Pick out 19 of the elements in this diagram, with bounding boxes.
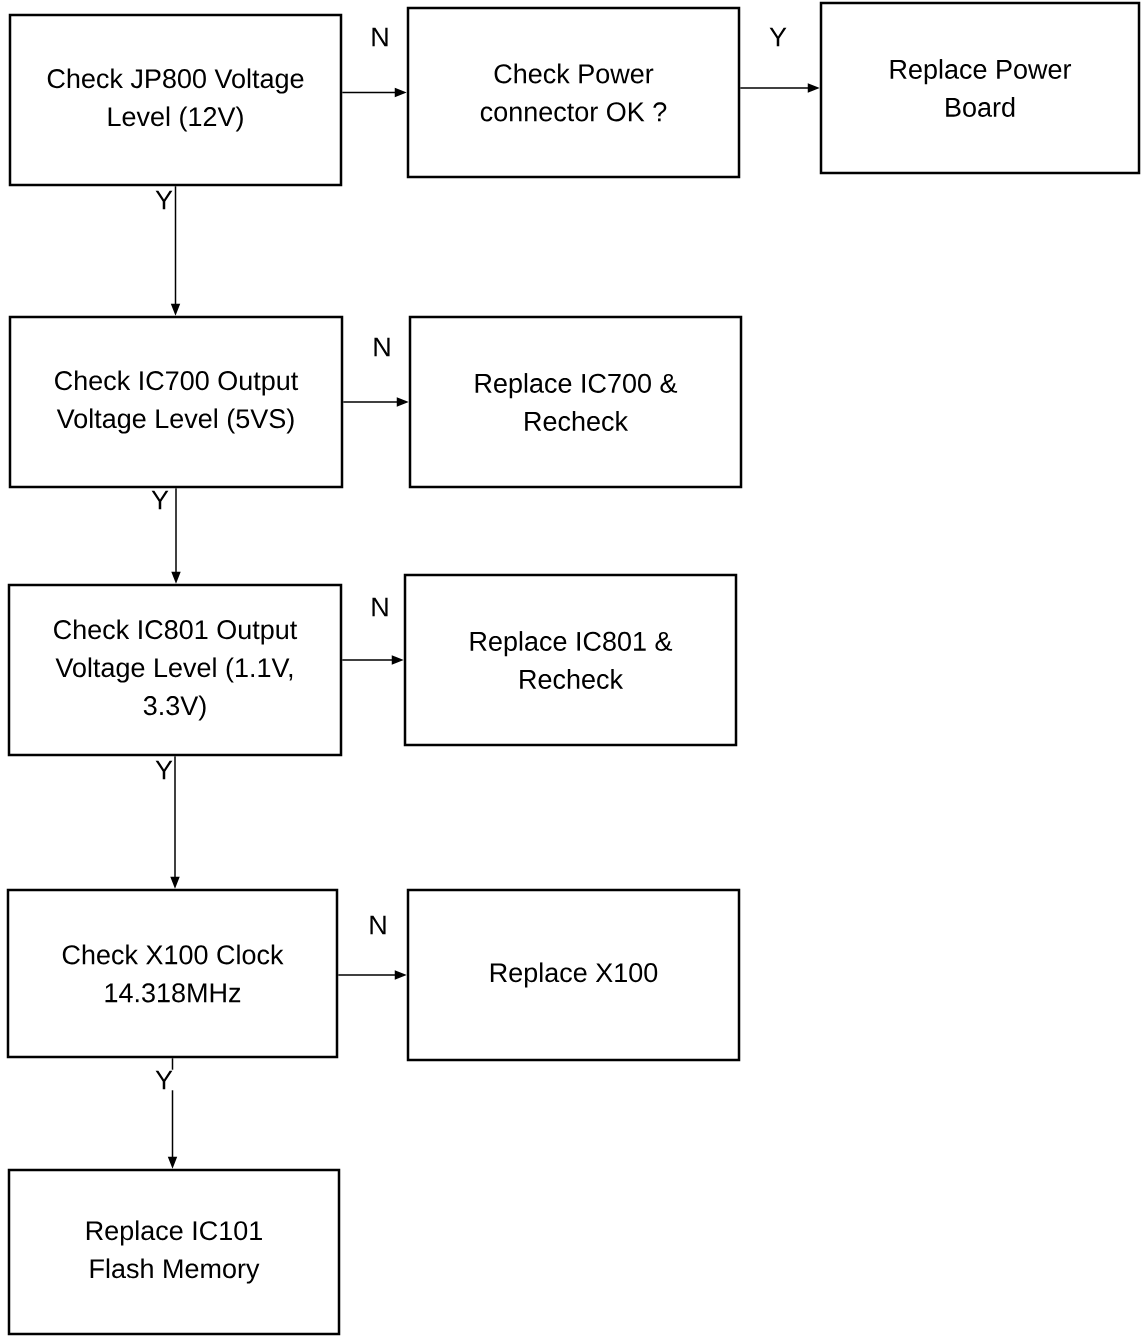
edge-label: Y: [154, 1069, 174, 1091]
edge-label: Y: [768, 26, 788, 48]
edge-label: N: [369, 596, 391, 618]
edge-label: Y: [154, 189, 174, 211]
edge-label: N: [371, 336, 393, 358]
edge-label: Y: [154, 759, 174, 781]
edge-label: N: [369, 26, 391, 48]
process-box: Check IC801 Output Voltage Level (1.1V, 3.3V): [7, 583, 343, 757]
process-box: Replace IC801 & Recheck: [403, 573, 738, 747]
process-box: Replace IC101 Flash Memory: [7, 1168, 341, 1336]
process-box: Check Power connector OK ?: [406, 6, 741, 179]
process-box: Replace Power Board: [819, 1, 1141, 175]
edge-label: Y: [150, 489, 170, 511]
process-box: Check X100 Clock 14.318MHz: [6, 888, 339, 1059]
edge-label: N: [367, 914, 389, 936]
process-box: Check IC700 Output Voltage Level (5VS): [8, 315, 344, 489]
process-box: Replace IC700 & Recheck: [408, 315, 743, 489]
process-box: Check JP800 Voltage Level (12V): [8, 13, 343, 187]
process-box: Replace X100: [406, 888, 741, 1062]
